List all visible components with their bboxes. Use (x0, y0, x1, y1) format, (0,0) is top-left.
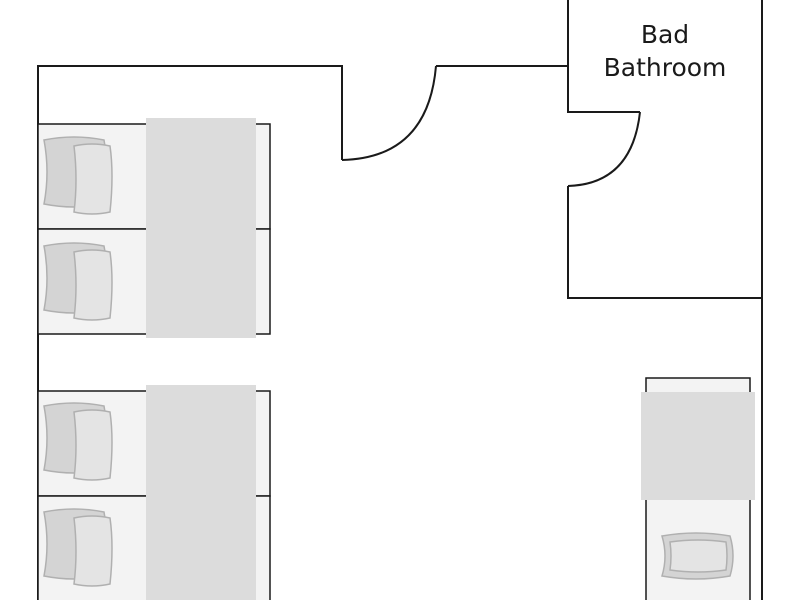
bathroom-door-swing (567, 111, 641, 187)
bathroom-label-line-2: Bathroom (604, 53, 727, 82)
bathroom-wall (567, 0, 640, 113)
single-bed (641, 377, 755, 600)
bathroom-lower-wall (567, 186, 762, 299)
entrance-door-swing (341, 65, 437, 161)
bathroom-label-line-1: Bad (641, 20, 689, 49)
pillow-icon (43, 242, 113, 321)
duvet (146, 118, 256, 338)
duvet (146, 385, 256, 600)
duvet (641, 392, 755, 500)
pillow-icon (43, 136, 113, 215)
pillow-icon (43, 508, 113, 587)
doors (341, 65, 641, 187)
double-bed-bottom (37, 385, 271, 600)
pillow-icon (43, 402, 113, 481)
double-bed-top (37, 118, 271, 338)
pillow-icon (661, 532, 734, 580)
bathroom-label: Bad Bathroom (604, 20, 727, 82)
